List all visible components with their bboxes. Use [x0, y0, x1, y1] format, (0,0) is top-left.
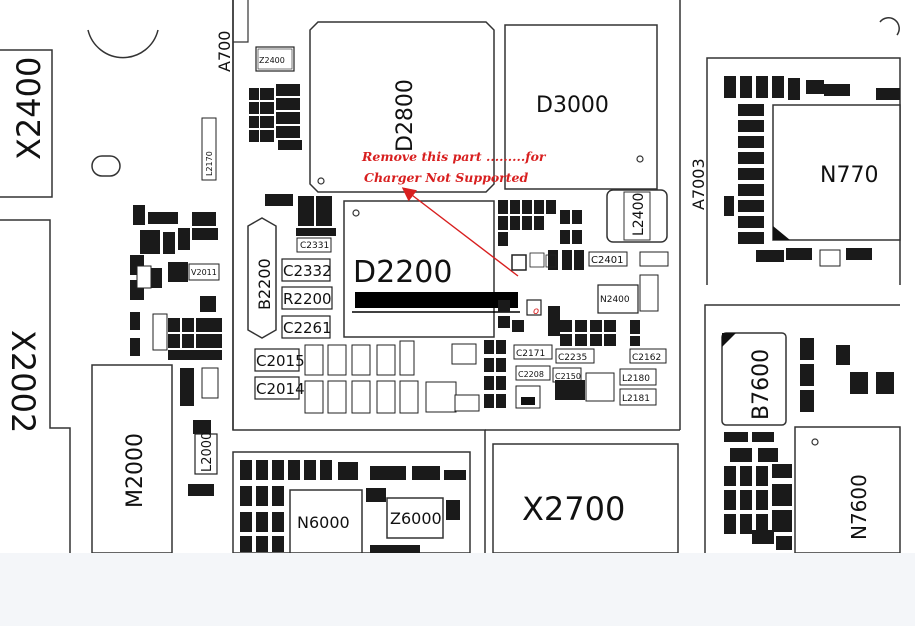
d3000-label: D3000: [536, 93, 609, 118]
n6000-chip: [289, 489, 363, 553]
board-layout: X2400 X2002 A700 Z2400 D2800 D3000 A7003…: [0, 0, 901, 553]
v2011-label: V2011: [191, 268, 217, 277]
c2261-part: [281, 315, 331, 339]
n2400-label: N2400: [600, 295, 630, 305]
z2400-chip: [255, 46, 295, 72]
l2170-label: L2170: [205, 151, 214, 176]
c2235-label: C2235: [558, 353, 587, 363]
n770-chip: [772, 104, 901, 241]
x2002-outline: [0, 219, 71, 553]
l2000-inductor: [194, 433, 218, 475]
d3000-chip: [504, 24, 658, 190]
c2332-part: [281, 258, 331, 282]
c2331-label: C2331: [300, 241, 329, 251]
target-part: [511, 254, 527, 271]
x2400-label: X2400: [10, 57, 48, 160]
d2200-label: D2200: [353, 255, 452, 290]
a7003-label: A7003: [689, 158, 708, 210]
x2700-label: X2700: [522, 490, 625, 528]
annotation-arrow: [401, 187, 519, 277]
d2800-label: D2800: [393, 79, 418, 152]
d2800-chip: [309, 21, 495, 193]
c2171-label: C2171: [516, 349, 545, 359]
b2200-label: B2200: [255, 258, 274, 310]
mount-arc: [87, 29, 159, 59]
annotation-line2: Charger Not Supported: [364, 170, 528, 185]
capacitor-array: [304, 340, 480, 414]
x2400-outline: [0, 49, 53, 198]
c2015-label: C2015: [256, 352, 305, 370]
d2200-chip: [343, 200, 495, 338]
m2000-chip: [91, 364, 173, 553]
n6000-label: N6000: [297, 513, 350, 532]
svg-text:o: o: [533, 306, 539, 317]
l2000-label: L2000: [200, 432, 215, 472]
z6000-chip: [386, 497, 444, 539]
n770-label: N770: [820, 163, 878, 188]
l2400-inductor: [606, 189, 668, 243]
x2002-label: X2002: [4, 330, 42, 433]
x2700-connector: [492, 443, 679, 553]
m2000-label: M2000: [123, 433, 148, 508]
c2332-label: C2332: [283, 262, 332, 280]
c2401-label: C2401: [591, 255, 623, 266]
c2014-label: C2014: [256, 380, 305, 398]
a700-label: A700: [215, 31, 234, 72]
redaction-bar: [355, 292, 518, 308]
annotation-line1: Remove this part .........for: [361, 149, 547, 164]
a700-notch: [233, 0, 249, 43]
b7600-label: B7600: [749, 349, 774, 420]
r2200-label: R2200: [283, 290, 332, 308]
l2181-label: L2181: [622, 394, 650, 404]
oval-pad: [91, 155, 121, 177]
l2400-label: L2400: [631, 193, 647, 236]
l2180-label: L2180: [622, 374, 650, 384]
smd-cluster-topleft: [249, 84, 336, 236]
z2400-label: Z2400: [259, 56, 285, 65]
b7600-part: [721, 332, 787, 426]
c2162-label: C2162: [632, 353, 661, 363]
n7600-chip: [794, 426, 901, 553]
c2261-label: C2261: [283, 319, 332, 337]
z6000-label: Z6000: [390, 509, 442, 528]
c2150-label: C2150: [555, 372, 581, 381]
n7600-label: N7600: [847, 474, 871, 540]
r2200-part: [281, 286, 333, 310]
n2400-chip: [597, 284, 639, 314]
smd-cluster-bottomleft: [240, 460, 466, 553]
c2208-label: C2208: [518, 370, 544, 379]
bottom-blank-area: [0, 553, 915, 626]
b2200-battery: [247, 217, 277, 339]
smd-cluster-right: [724, 76, 900, 550]
smd-cluster-center: [484, 200, 640, 408]
